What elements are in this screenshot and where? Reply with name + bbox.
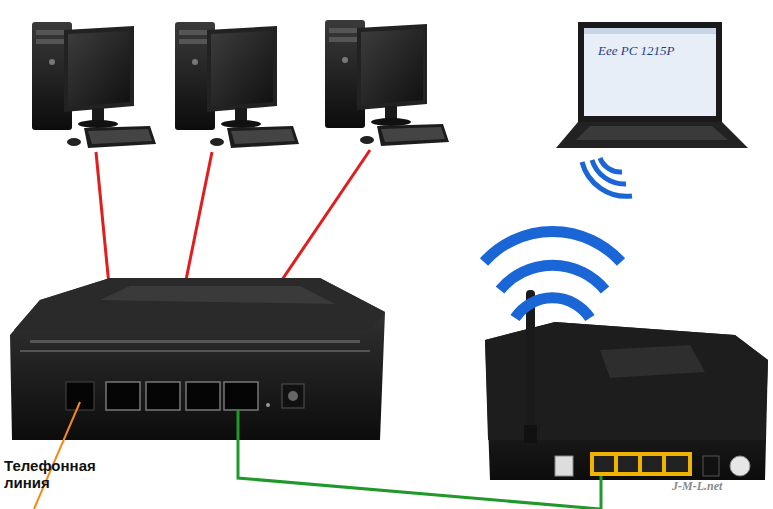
watermark: J-M-L.net	[672, 480, 767, 493]
line-label: Телефонная линия	[4, 458, 99, 491]
screen-text: Eee PC 1215P	[598, 44, 716, 58]
